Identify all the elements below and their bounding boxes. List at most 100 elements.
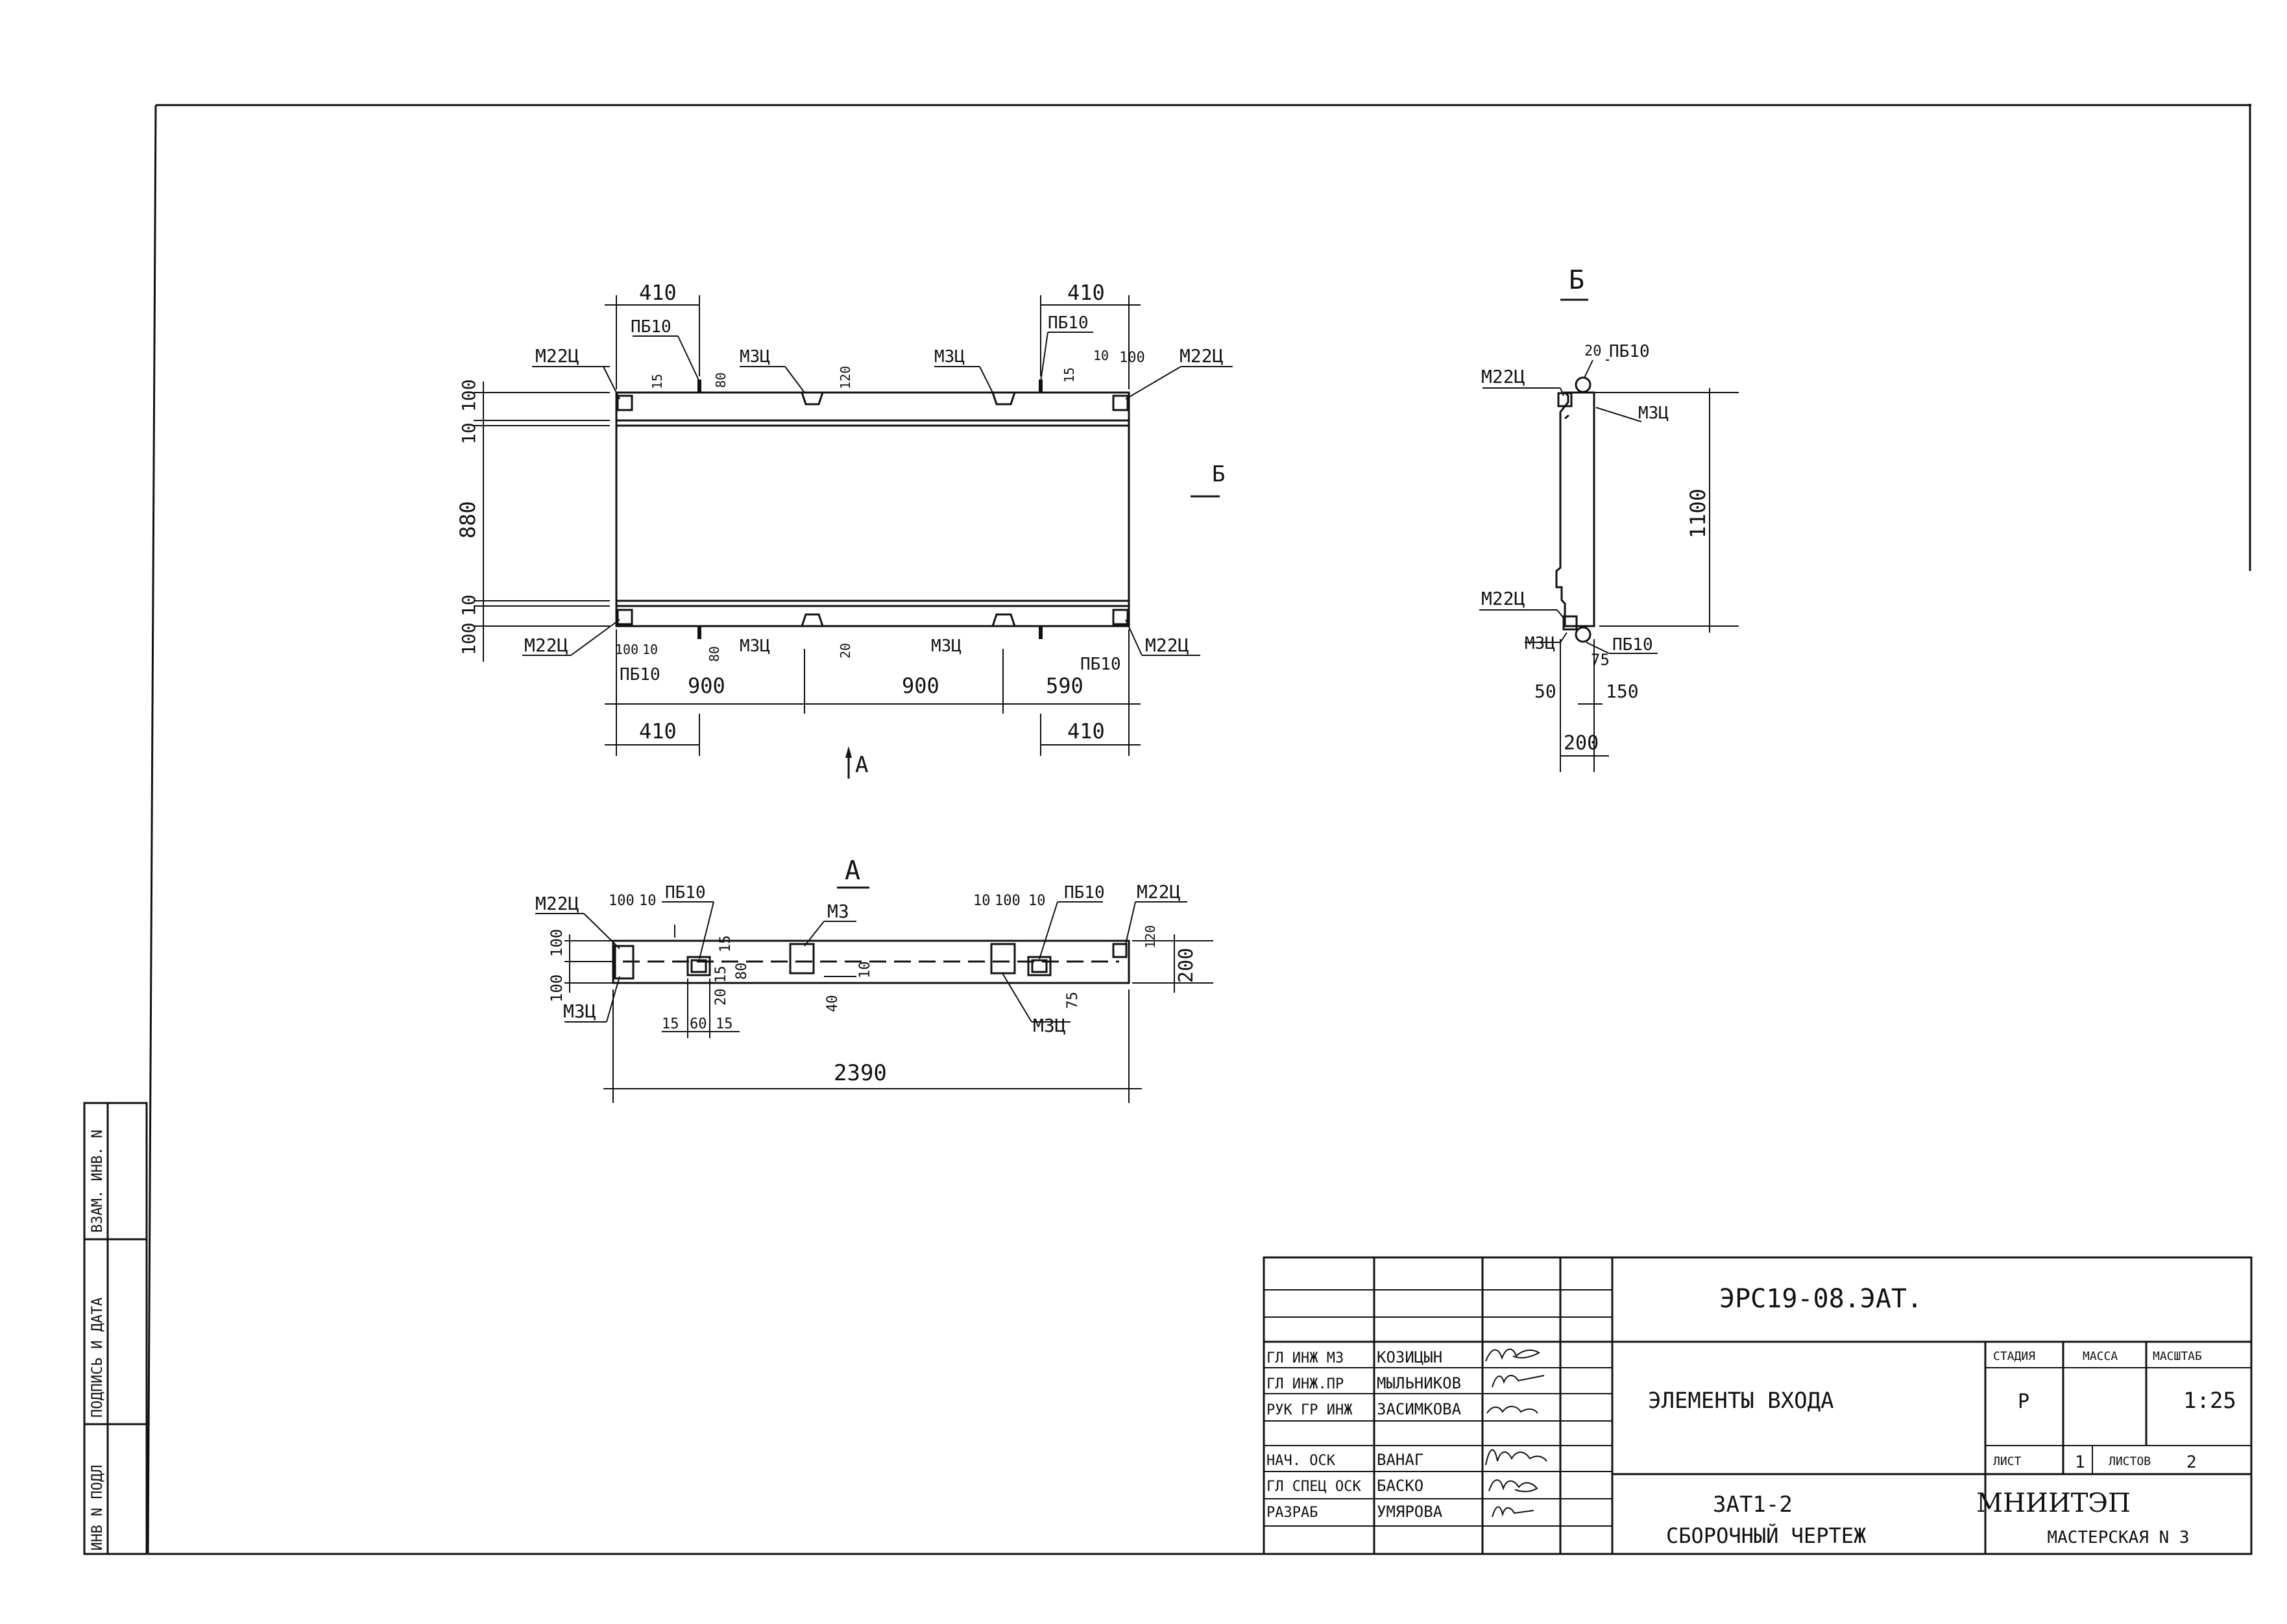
signer-role-1: ГЛ ИНЖ М3 bbox=[1266, 1350, 1344, 1366]
view-a-dim-15-a: 15 bbox=[718, 936, 734, 953]
signer-role-4: НАЧ. ОСК bbox=[1266, 1453, 1336, 1469]
label-m22-bottom-left: М22Ц bbox=[524, 635, 568, 656]
view-a-total-2390: 2390 bbox=[834, 1060, 887, 1086]
dim-bottom-590: 590 bbox=[1046, 673, 1083, 698]
view-a-rdim-200: 200 bbox=[1175, 948, 1198, 983]
dim-left-100-bottom: 100 bbox=[458, 622, 479, 655]
side-stamp: ИНВ N ПОДЛ ПОДПИСЬ И ДАТА ВЗАМ. ИНВ. N bbox=[83, 1102, 148, 1555]
view-a-dim-100-a: 100 bbox=[609, 893, 635, 909]
side-stamp-podpis: ПОДПИСЬ И ДАТА bbox=[90, 1298, 106, 1418]
dim-left-880: 880 bbox=[455, 501, 480, 539]
view-a-m3-left: М3Ц bbox=[563, 1000, 596, 1022]
small-dim-100: 100 bbox=[1119, 350, 1145, 366]
dim-left-100-top: 100 bbox=[458, 379, 479, 412]
label-m3-top-1: М3Ц bbox=[740, 347, 770, 367]
signer-role-6: РАЗРАБ bbox=[1266, 1505, 1318, 1521]
section-b-dim-150: 150 bbox=[1606, 681, 1639, 702]
view-a-m22-left: М22Ц bbox=[535, 893, 579, 914]
side-stamp-vzam: ВЗАМ. ИНВ. N bbox=[90, 1130, 106, 1233]
small-dim-10-b: 10 bbox=[642, 642, 658, 657]
side-stamp-inv-podl: ИНВ N ПОДЛ bbox=[90, 1465, 106, 1551]
sheet-frame bbox=[147, 104, 2251, 1555]
signer-name-4: ВАНАГ bbox=[1377, 1451, 1423, 1469]
view-a-pb-right: ПБ10 bbox=[1064, 883, 1105, 903]
dim-bottom-900-a: 900 bbox=[688, 673, 725, 698]
list-value: 1 bbox=[2075, 1453, 2085, 1472]
small-dim-10: 10 bbox=[1093, 348, 1109, 363]
section-b-pb-bottom: ПБ10 bbox=[1612, 635, 1653, 655]
view-a-dim-10-c: 10 bbox=[1028, 893, 1046, 909]
signer-role-2: ГЛ ИНЖ.ПР bbox=[1266, 1376, 1344, 1392]
signer-name-3: ЗАСИМКОВА bbox=[1377, 1400, 1462, 1418]
section-b-dim-50: 50 bbox=[1534, 681, 1556, 702]
view-a-m3-right: М3Ц bbox=[1033, 1015, 1066, 1036]
section-b-title: Б bbox=[1569, 265, 1584, 295]
org-workshop: МАСТЕРСКАЯ N 3 bbox=[2047, 1528, 2189, 1547]
label-pb-bottom-left: ПБ10 bbox=[620, 665, 660, 685]
signer-name-6: УМЯРОВА bbox=[1377, 1503, 1443, 1521]
view-a-m3: М3 bbox=[827, 901, 849, 922]
sheet-title-code: ЗАТ1-2 bbox=[1713, 1492, 1793, 1518]
view-a: А bbox=[535, 856, 1213, 1103]
view-a-bdim-60: 60 bbox=[690, 1016, 707, 1032]
small-dim-20-b: 20 bbox=[838, 643, 853, 659]
view-a-dim-75: 75 bbox=[1065, 992, 1081, 1010]
doc-code: ЭРС19-08.ЭАТ. bbox=[1719, 1284, 1922, 1314]
view-a-vdim-100-a: 100 bbox=[548, 929, 566, 957]
label-m22-top-left: М22Ц bbox=[535, 345, 579, 367]
dim-top-right-410: 410 bbox=[1067, 280, 1105, 305]
small-dim-80-a: 80 bbox=[713, 372, 729, 388]
lists-label: ЛИСТОВ bbox=[2109, 1455, 2151, 1468]
signer-role-3: РУК ГР ИНЖ bbox=[1266, 1402, 1353, 1418]
section-b-dim-200: 200 bbox=[1564, 732, 1599, 755]
view-a-arrow-label: А bbox=[855, 752, 868, 778]
view-a-pb-left: ПБ10 bbox=[665, 883, 706, 903]
section-b-m22-bottom: М22Ц bbox=[1481, 588, 1525, 609]
label-pb-top-left: ПБ10 bbox=[631, 317, 672, 337]
title-block-text: ЭРС19-08.ЭАТ. ЭЛЕМЕНТЫ ВХОДА ЗАТ1-2 СБОР… bbox=[1266, 1284, 2236, 1548]
lists-value: 2 bbox=[2186, 1453, 2197, 1472]
dim-bottom2-410-left: 410 bbox=[639, 719, 677, 744]
list-label: ЛИСТ bbox=[1993, 1455, 2022, 1468]
main-view: 410 410 900 900 590 410 410 100 10 880 1… bbox=[455, 280, 1233, 779]
small-dim-80-b: 80 bbox=[707, 646, 722, 662]
section-b-m22-top: М22Ц bbox=[1481, 366, 1525, 387]
view-a-bdim-15-a: 15 bbox=[662, 1016, 679, 1032]
small-dim-15-a: 15 bbox=[649, 374, 665, 389]
stage-value: Р bbox=[2018, 1390, 2029, 1413]
view-a-bdim-15-b: 15 bbox=[716, 1016, 733, 1032]
small-dim-100-b: 100 bbox=[615, 642, 638, 657]
hdr-scale: МАСШТАБ bbox=[2153, 1350, 2202, 1363]
view-a-dim-80: 80 bbox=[734, 963, 750, 980]
small-dim-120: 120 bbox=[838, 366, 853, 389]
sheet-title-name: СБОРОЧНЫЙ ЧЕРТЕЖ bbox=[1666, 1523, 1867, 1548]
hdr-stage: СТАДИЯ bbox=[1993, 1350, 2035, 1363]
dim-left-10-bottom: 10 bbox=[458, 594, 479, 616]
section-b-pb-top: ПБ10 bbox=[1609, 342, 1650, 361]
section-b-m3-top: М3Ц bbox=[1638, 404, 1669, 423]
signer-name-2: МЫЛЬНИКОВ bbox=[1377, 1374, 1461, 1392]
view-a-dim-100-b: 100 bbox=[995, 893, 1021, 909]
hdr-mass: МАССА bbox=[2083, 1350, 2118, 1363]
small-dim-15-b: 15 bbox=[1061, 367, 1077, 383]
view-a-dim-20: 20 bbox=[713, 989, 729, 1006]
title-block bbox=[1263, 1256, 2253, 1555]
label-m22-top-right: М22Ц bbox=[1180, 345, 1224, 367]
view-a-dim-40: 40 bbox=[825, 995, 841, 1013]
org-name: МНИИТЭП bbox=[1976, 1488, 2131, 1518]
section-b-dim-75: 75 bbox=[1591, 651, 1610, 669]
view-a-dim-15-b: 15 bbox=[713, 966, 729, 984]
label-m22-bottom-right: М22Ц bbox=[1145, 635, 1189, 656]
signer-name-5: БАСКО bbox=[1377, 1477, 1423, 1495]
label-m3-top-2: М3Ц bbox=[934, 347, 965, 367]
section-b-dim-1100: 1100 bbox=[1686, 489, 1710, 539]
label-pb-bottom-right: ПБ10 bbox=[1080, 655, 1121, 674]
view-a-dim-10-mid: 10 bbox=[857, 962, 873, 979]
dim-bottom2-410-right: 410 bbox=[1067, 719, 1105, 744]
view-a-rdim-120: 120 bbox=[1143, 925, 1158, 949]
signer-role-5: ГЛ СПЕЦ ОСК bbox=[1266, 1479, 1361, 1495]
signer-name-1: КОЗИЦЫН bbox=[1377, 1348, 1442, 1366]
view-a-vdim-100-b: 100 bbox=[548, 975, 566, 1002]
section-b-view: Б ПБ10 ПБ10 М22Ц М22Ц bbox=[1479, 265, 1739, 772]
